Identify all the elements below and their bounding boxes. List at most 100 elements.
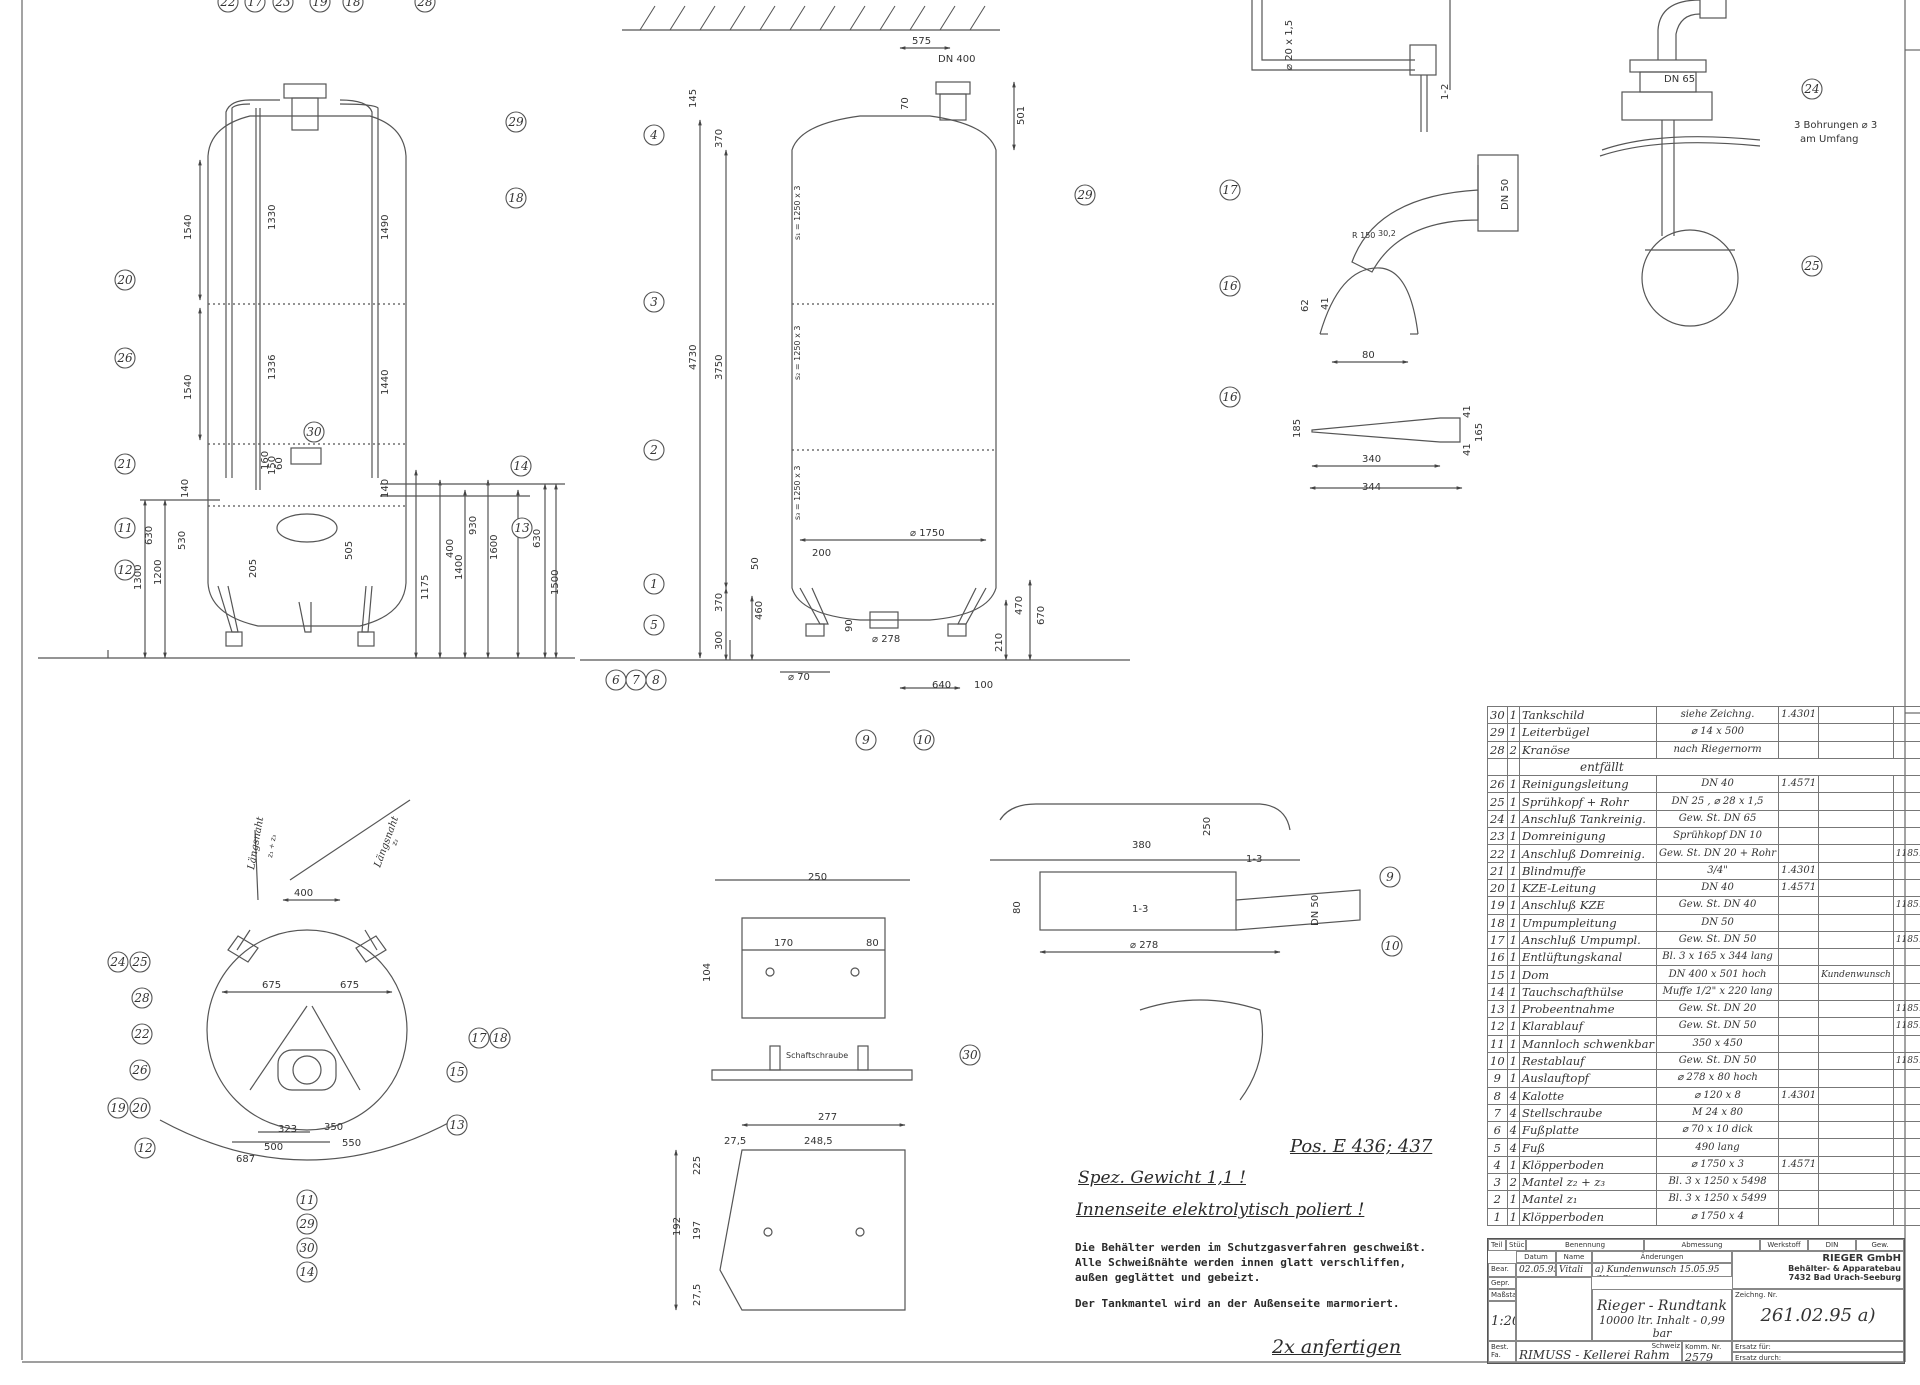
parts-cell-spec: ⌀ 278 x 80 hoch bbox=[1656, 1069, 1780, 1088]
dim-label: 80 bbox=[1012, 901, 1023, 914]
parts-cell-name: Klöpperboden bbox=[1518, 1207, 1658, 1226]
parts-cell-spec: ⌀ 70 x 10 dick bbox=[1656, 1121, 1780, 1140]
dim-label: 1200 bbox=[153, 560, 164, 585]
parts-cell-mat bbox=[1778, 723, 1820, 742]
parts-cell-spec: DN 400 x 501 hoch bbox=[1656, 965, 1780, 984]
balloon-circle bbox=[107, 1097, 129, 1119]
parts-cell-name: Leiterbügel bbox=[1518, 723, 1658, 742]
parts-cell-x bbox=[1818, 1190, 1894, 1209]
dim-label: 225 bbox=[692, 1156, 703, 1175]
balloon-circle bbox=[131, 987, 153, 1009]
dim-label: 1-3 bbox=[1132, 904, 1148, 915]
parts-cell-name: Stellschraube bbox=[1518, 1103, 1658, 1123]
dim-label: 1540 bbox=[183, 215, 194, 240]
parts-cell-qty: 2 bbox=[1506, 740, 1520, 759]
parts-cell-name: Dom bbox=[1518, 965, 1658, 984]
parts-cell-mat bbox=[1778, 913, 1820, 932]
balloon-circle bbox=[913, 729, 935, 751]
balloon-label: 25 bbox=[131, 955, 147, 969]
dim-label: 550 bbox=[342, 1138, 361, 1149]
dim-label: 41 bbox=[1462, 443, 1473, 456]
parts-cell-qty: 1 bbox=[1506, 965, 1520, 984]
dim-label: ⌀ 20 x 1,5 bbox=[1284, 20, 1295, 70]
side-view-dim-labels: 145 370 3750 4730 575 DN 400 501 70 370 … bbox=[688, 36, 1047, 691]
parts-cell-y bbox=[1892, 827, 1920, 846]
parts-cell-spec: Gew. St. DN 50 bbox=[1656, 1017, 1780, 1036]
balloon-circle bbox=[510, 455, 532, 477]
front-view-dim-labels: 1540 1330 1540 1336 1440 1490 1300 1200 … bbox=[133, 205, 561, 600]
parts-cell-qty: 4 bbox=[1506, 1103, 1520, 1123]
company-block: RIEGER GmbH Behälter- & Apparatebau 7432… bbox=[1732, 1251, 1904, 1289]
balloon-label: 18 bbox=[508, 191, 524, 205]
balloon-label: 14 bbox=[513, 459, 528, 473]
parts-cell-x bbox=[1818, 1034, 1894, 1053]
parts-cell-spec: Muffe 1/2" x 220 lang bbox=[1656, 982, 1780, 1002]
parts-cell-no: 20 bbox=[1487, 878, 1508, 898]
komm-label: Komm. Nr. bbox=[1685, 1343, 1722, 1351]
parts-cell-spec: 350 x 450 bbox=[1656, 1034, 1780, 1053]
parts-cell-y bbox=[1892, 1103, 1920, 1123]
parts-cell-spec: DN 40 bbox=[1656, 775, 1780, 794]
parts-cell-qty: 1 bbox=[1506, 844, 1520, 863]
parts-cell-name: Domreinigung bbox=[1518, 827, 1658, 846]
dim-label: 670 bbox=[1036, 606, 1047, 625]
dim-label: 1-2 bbox=[1440, 84, 1451, 100]
dim-label: s₂ = 1250 x 3 bbox=[793, 326, 802, 380]
balloon-circle bbox=[468, 1027, 490, 1049]
balloon-circle bbox=[1074, 184, 1096, 206]
parts-cell-name: Tankschild bbox=[1518, 705, 1658, 725]
dim-label: 165 bbox=[1474, 423, 1485, 442]
parts-cell-spec: Gew. St. DN 50 bbox=[1656, 1051, 1780, 1071]
parts-cell-x bbox=[1818, 1121, 1894, 1140]
dim-label: 675 bbox=[340, 980, 359, 991]
balloon-label: 19 bbox=[110, 1101, 126, 1115]
dim-label: 104 bbox=[702, 963, 713, 982]
parts-cell-y bbox=[1892, 1173, 1920, 1192]
dim-label: 300 bbox=[714, 631, 725, 650]
small-details bbox=[674, 803, 1361, 1311]
parts-cell-y bbox=[1892, 965, 1920, 984]
parts-cell-qty: 1 bbox=[1506, 775, 1520, 794]
parts-cell-y bbox=[1892, 948, 1920, 967]
parts-cell-x bbox=[1818, 1000, 1894, 1019]
dim-label: 640 bbox=[932, 680, 951, 691]
company-line-3: 7432 Bad Urach-Seeburg bbox=[1788, 1273, 1901, 1282]
balloon-circle bbox=[1801, 255, 1823, 277]
parts-cell-name: Anschluß Domreinig. bbox=[1518, 844, 1658, 863]
balloon-label: 24 bbox=[109, 955, 125, 969]
balloon-label: 15 bbox=[449, 1065, 464, 1079]
dim-label: ⌀ 1750 bbox=[910, 528, 945, 539]
mantle-note: Der Tankmantel wird an der Außenseite ma… bbox=[1075, 1297, 1400, 1310]
dim-label: 470 bbox=[1014, 596, 1025, 615]
parts-cell-x bbox=[1818, 913, 1894, 932]
parts-cell-spec: nach Riegernorm bbox=[1656, 740, 1780, 759]
parts-cell-no: 12 bbox=[1487, 1017, 1508, 1036]
parts-cell-no: 4 bbox=[1487, 1155, 1508, 1175]
balloon-circle bbox=[217, 0, 239, 13]
parts-cell-x bbox=[1818, 1069, 1894, 1088]
dim-label: 50 bbox=[750, 557, 761, 570]
balloon-circle bbox=[272, 0, 294, 13]
parts-cell-x bbox=[1818, 1017, 1894, 1036]
parts-cell-qty: 1 bbox=[1506, 1051, 1520, 1071]
dim-label: 400 bbox=[445, 539, 456, 558]
parts-cell-y bbox=[1892, 1121, 1920, 1140]
parts-cell-x: Kundenwunsch bbox=[1818, 965, 1894, 984]
parts-cell-qty: 1 bbox=[1506, 982, 1520, 1002]
parts-cell-no: 21 bbox=[1487, 861, 1508, 880]
parts-cell-no: 10 bbox=[1487, 1051, 1508, 1071]
parts-cell-name: Reinigungsleitung bbox=[1518, 775, 1658, 794]
header-benennung: Benennung bbox=[1526, 1239, 1644, 1251]
balloon-label: 24 bbox=[1803, 82, 1819, 96]
parts-cell-mat bbox=[1778, 1138, 1820, 1157]
parts-cell-qty: 1 bbox=[1506, 705, 1520, 725]
parts-cell-x bbox=[1818, 896, 1894, 915]
drawing-author: Vitali bbox=[1556, 1263, 1592, 1277]
customer: RIMUSS - Kellerei Rahm bbox=[1516, 1341, 1682, 1363]
parts-cell-spec: Gew. St. DN 20 + Rohr bbox=[1656, 844, 1780, 863]
